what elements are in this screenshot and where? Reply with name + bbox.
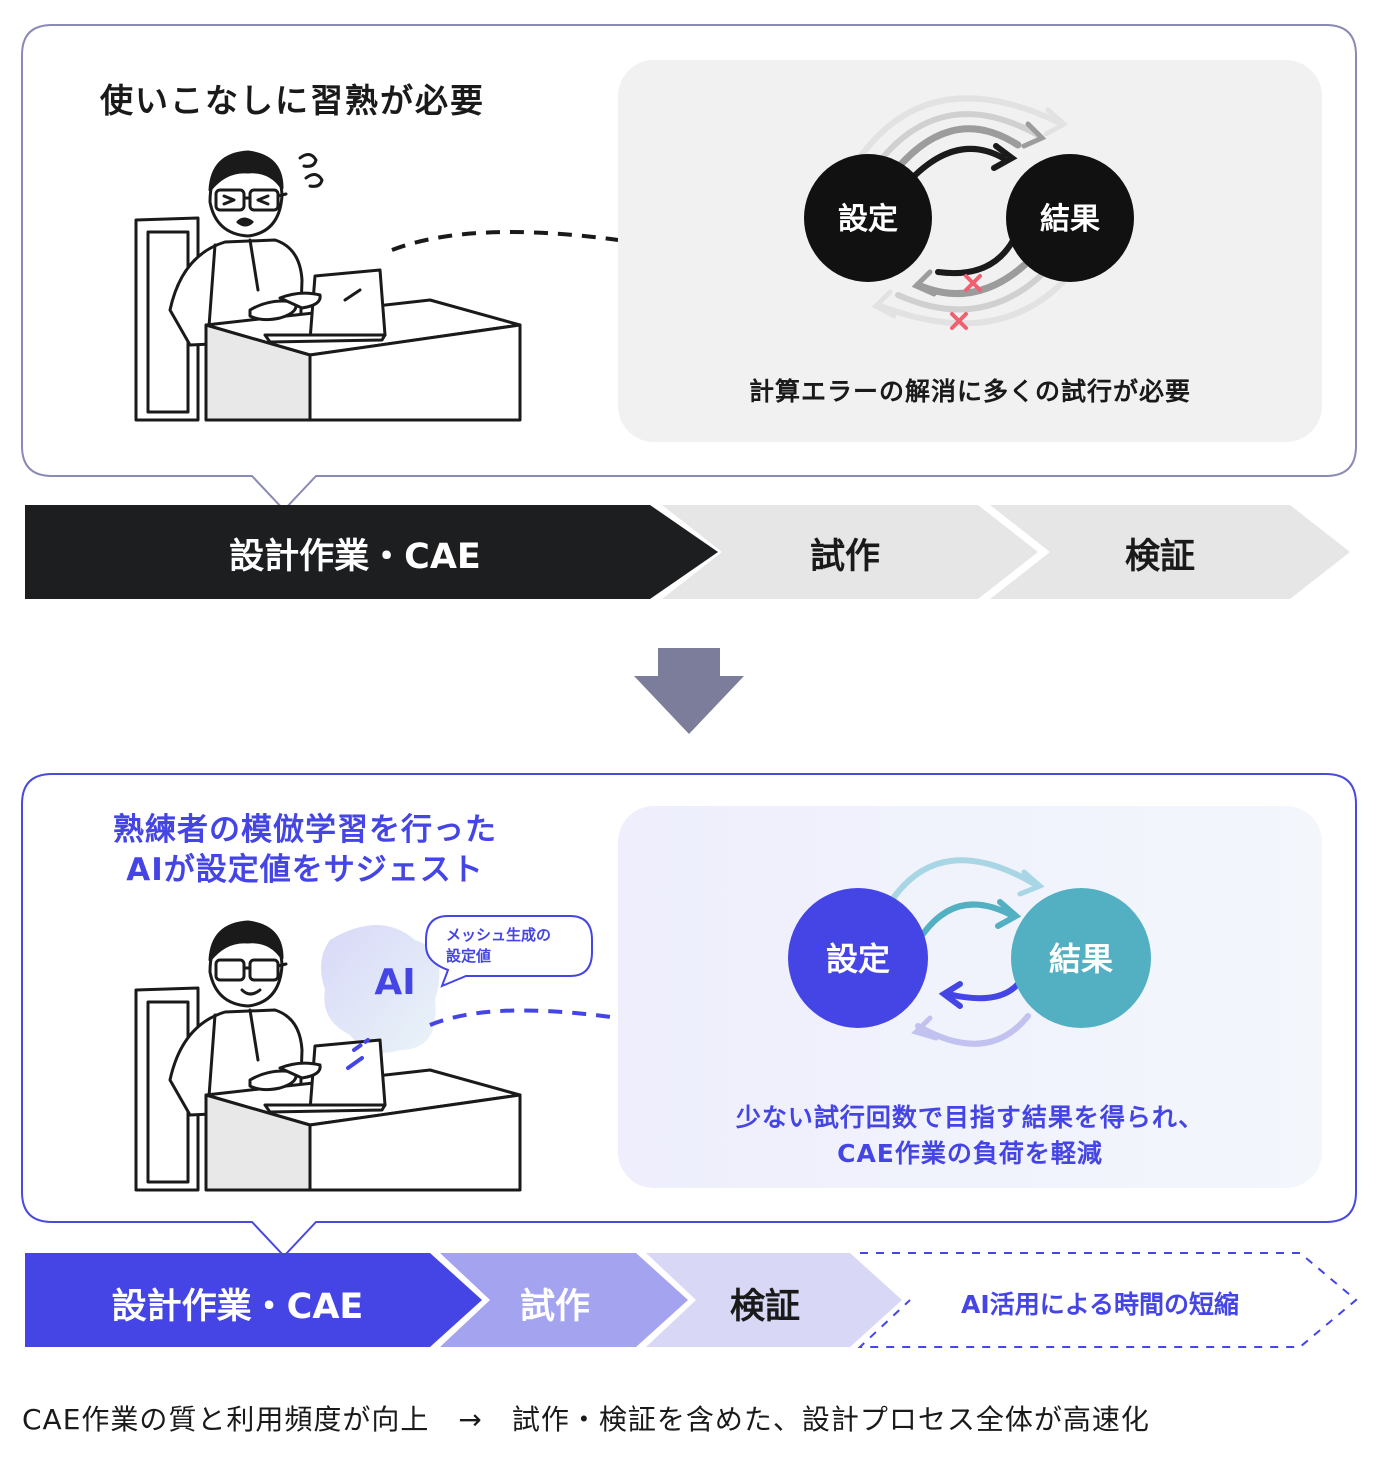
bottom-flow-step-verify: 検証 [729, 1287, 800, 1327]
ai-caption-line1: 少ない試行回数で目指す結果を得られ、 [735, 1103, 1205, 1132]
confused-engineer-illustration [134, 150, 619, 422]
top-heading: 使いこなしに習熟が必要 [100, 81, 485, 120]
ai-cycle-left-label: 設定 [826, 940, 890, 978]
trial-error-panel [618, 60, 1322, 442]
bottom-process-flow [25, 1252, 1358, 1348]
top-flow-step-verify: 検証 [1124, 537, 1195, 577]
bottom-heading-line1: 熟練者の模倣学習を行った [113, 812, 497, 848]
bottom-heading-line2: AIが設定値をサジェスト [126, 852, 484, 888]
top-process-flow [25, 505, 1350, 599]
ai-label: AI [374, 962, 416, 1003]
ai-cycle-right-label: 結果 [1049, 940, 1113, 978]
bottom-flow-time-saved: AI活用による時間の短縮 [961, 1290, 1239, 1319]
ai-caption-line2: CAE作業の負荷を軽減 [837, 1139, 1103, 1168]
bottom-flow-step-prototype: 試作 [519, 1287, 590, 1327]
top-flow-step-cae: 設計作業・CAE [229, 537, 481, 577]
ai-assisted-engineer-illustration [134, 915, 619, 1192]
ai-bubble-line1: メッシュ生成の [446, 926, 552, 944]
top-caption: 計算エラーの解消に多くの試行が必要 [748, 377, 1191, 406]
error-x-icon [950, 274, 982, 330]
bottom-flow-step-cae: 設計作業・CAE [111, 1287, 364, 1327]
cycle-right-label: 結果 [1040, 202, 1100, 237]
footer-summary: CAE作業の質と利用頻度が向上 → 試作・検証を含めた、設計プロセス全体が高速化 [22, 1403, 1150, 1436]
trial-error-cycle: 設定 結果 [804, 95, 1134, 330]
top-flow-step-prototype: 試作 [809, 537, 880, 577]
ai-bubble-line2: 設定値 [446, 947, 492, 965]
ai-cycle: 設定 結果 [788, 857, 1151, 1047]
cycle-left-label: 設定 [838, 202, 898, 237]
down-arrow-icon [634, 648, 744, 734]
